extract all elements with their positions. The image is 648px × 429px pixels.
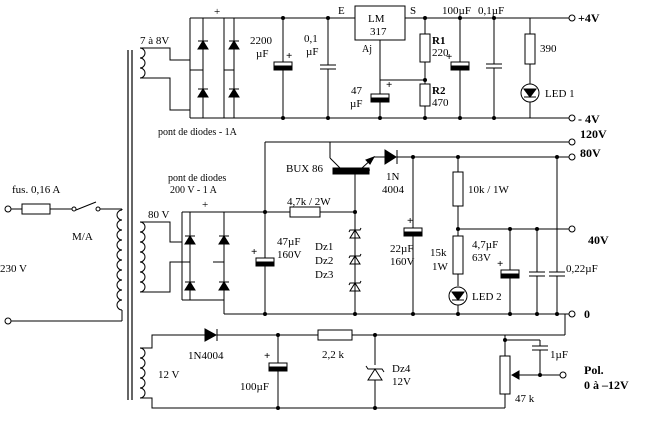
c-4u7-label: 4,7µF [472, 239, 498, 251]
transistor-label: BUX 86 [286, 163, 323, 175]
dz2-label: Dz2 [315, 255, 333, 267]
low-section [140, 314, 567, 410]
dz4-label: Dz4 [392, 363, 411, 375]
bridge-mid-label-1: pont de diodes [168, 173, 226, 184]
c-100-low-plus: + [264, 350, 270, 362]
switch [75, 201, 97, 211]
c-47-mid-label: 47µF [277, 236, 300, 248]
secondary-coil-mid [139, 221, 146, 293]
c-100-label: 100µF [442, 5, 471, 17]
led-2-label: LED 2 [472, 291, 502, 303]
c-2200-plus: + [286, 50, 292, 62]
c-22-label: 22µF [390, 243, 413, 255]
r-15k-watt: 1W [432, 261, 449, 273]
lm317 [354, 5, 406, 41]
c-2200-unit: µF [256, 48, 268, 60]
bridge-top-plus: + [214, 6, 220, 18]
lm317-line1: LM [368, 13, 385, 25]
c-022-label: 0,22µF [566, 263, 598, 275]
r-10k-label: 10k / 1W [468, 184, 510, 196]
output-40v: 40V [588, 233, 609, 247]
mid-section [140, 138, 576, 318]
fuse-label: fus. 0,16 A [12, 184, 60, 196]
transistor-bux86 [332, 167, 370, 175]
c-47-mid-plus: + [251, 246, 257, 258]
r-22k-label: 2,2 k [322, 349, 345, 361]
output-minus-4v: - 4V [578, 112, 600, 126]
pot-label: 47 k [515, 393, 535, 405]
c-47-label: 47 [351, 85, 363, 97]
c-100-low-label: 100µF [240, 381, 269, 393]
output-plus-4v: +4V [578, 11, 600, 25]
c-01-top-label: 0,1 [304, 33, 318, 45]
fuse [21, 203, 51, 215]
c-22-plus: + [407, 215, 413, 227]
secondary-top-label: 7 à 8V [140, 35, 169, 47]
c-4u7-plus: + [497, 258, 503, 270]
secondary-coil-top [139, 47, 146, 79]
bridge-mid-label-2: 200 V - 1 A [170, 185, 218, 196]
c-4u7-voltage: 63V [472, 252, 491, 264]
secondary-low-label: 12 V [158, 369, 180, 381]
bridge-mid-plus: + [202, 199, 208, 211]
r1-value: 220 [432, 47, 449, 59]
potentiometer [499, 355, 511, 395]
diode-mid-label: 1N [386, 171, 400, 183]
r-390-label: 390 [540, 43, 557, 55]
r2-name: R2 [432, 85, 446, 97]
c-100-plus: + [446, 51, 452, 63]
bridge-top-label: pont de diodes - 1A [158, 127, 238, 138]
c-47-mid-voltage: 160V [277, 249, 302, 261]
output-120v: 120V [580, 127, 607, 141]
secondary-mid-label: 80 V [148, 209, 170, 221]
lm317-pin-e: E [338, 5, 345, 17]
c-47-unit: µF [350, 98, 362, 110]
dz4-voltage: 12V [392, 376, 411, 388]
c-01-label: 0,1µF [478, 5, 504, 17]
c-47-plus: + [386, 79, 392, 91]
r1-name: R1 [432, 35, 445, 47]
diode-mid-label-2: 4004 [382, 184, 405, 196]
c-22-voltage: 160V [390, 256, 415, 268]
lm317-line2: 317 [370, 26, 387, 38]
led-1-label: LED 1 [545, 88, 575, 100]
dz1-label: Dz1 [315, 241, 333, 253]
diode-low-label: 1N4004 [188, 350, 224, 362]
r-15k-label: 15k [430, 247, 447, 259]
lm317-pin-s: S [410, 5, 416, 17]
switch-label: M/A [72, 231, 93, 243]
lm317-pin-aj: Aj [362, 44, 372, 55]
r2-value: 470 [432, 97, 449, 109]
secondary-coil-low [139, 347, 146, 399]
primary-coil [116, 209, 123, 311]
output-0: 0 [584, 307, 590, 321]
r-47k-label: 4,7k / 2W [287, 196, 331, 208]
transformer [116, 47, 146, 400]
c-01-top-unit: µF [306, 46, 318, 58]
mains-input [4, 201, 123, 325]
top-section [140, 5, 576, 122]
output-pol-range: 0 à –12V [584, 378, 629, 392]
output-80v: 80V [580, 146, 601, 160]
mains-voltage-label: 230 V [0, 263, 27, 275]
c-1u-label: 1µF [550, 349, 568, 361]
output-pol: Pol. [584, 363, 604, 377]
c-2200-label: 2200 [250, 35, 273, 47]
dz3-label: Dz3 [315, 269, 334, 281]
